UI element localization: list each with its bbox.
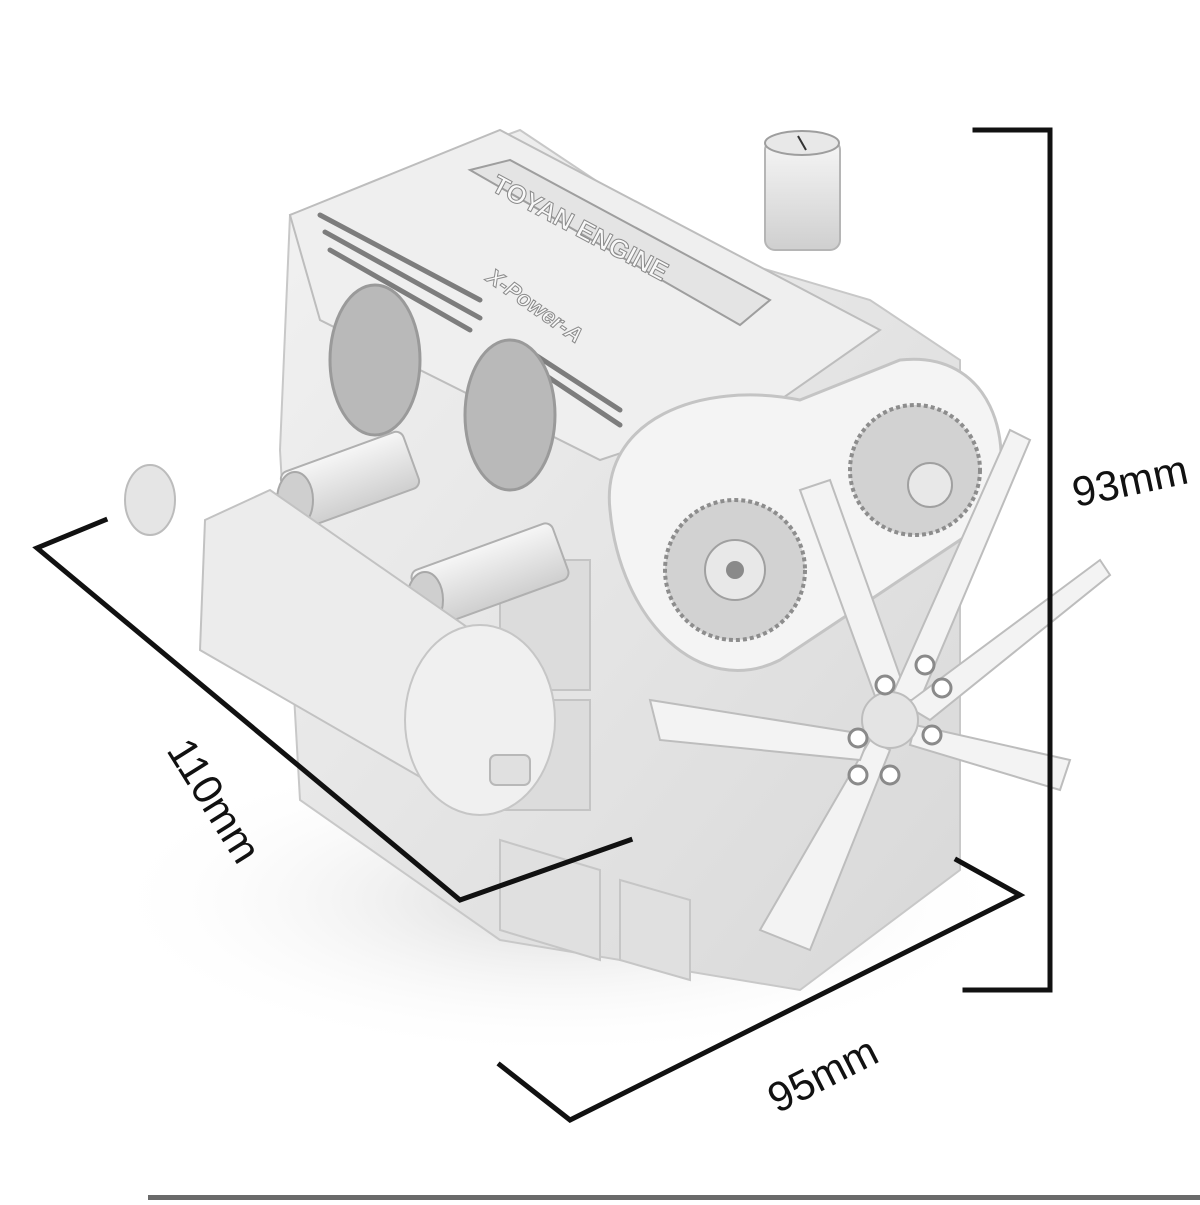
filler-cap [764, 130, 841, 251]
height-dimension-line [962, 127, 1053, 993]
muffler [124, 464, 556, 816]
bottom-edge-bar [148, 1195, 1200, 1200]
width-dimension-line [496, 856, 1026, 1123]
length-dimension-line [32, 516, 634, 903]
cylinder-window-2 [463, 338, 557, 492]
cooling-fan [648, 428, 1112, 952]
cylinder-window-1 [328, 283, 422, 437]
timing-belt [607, 357, 1003, 672]
